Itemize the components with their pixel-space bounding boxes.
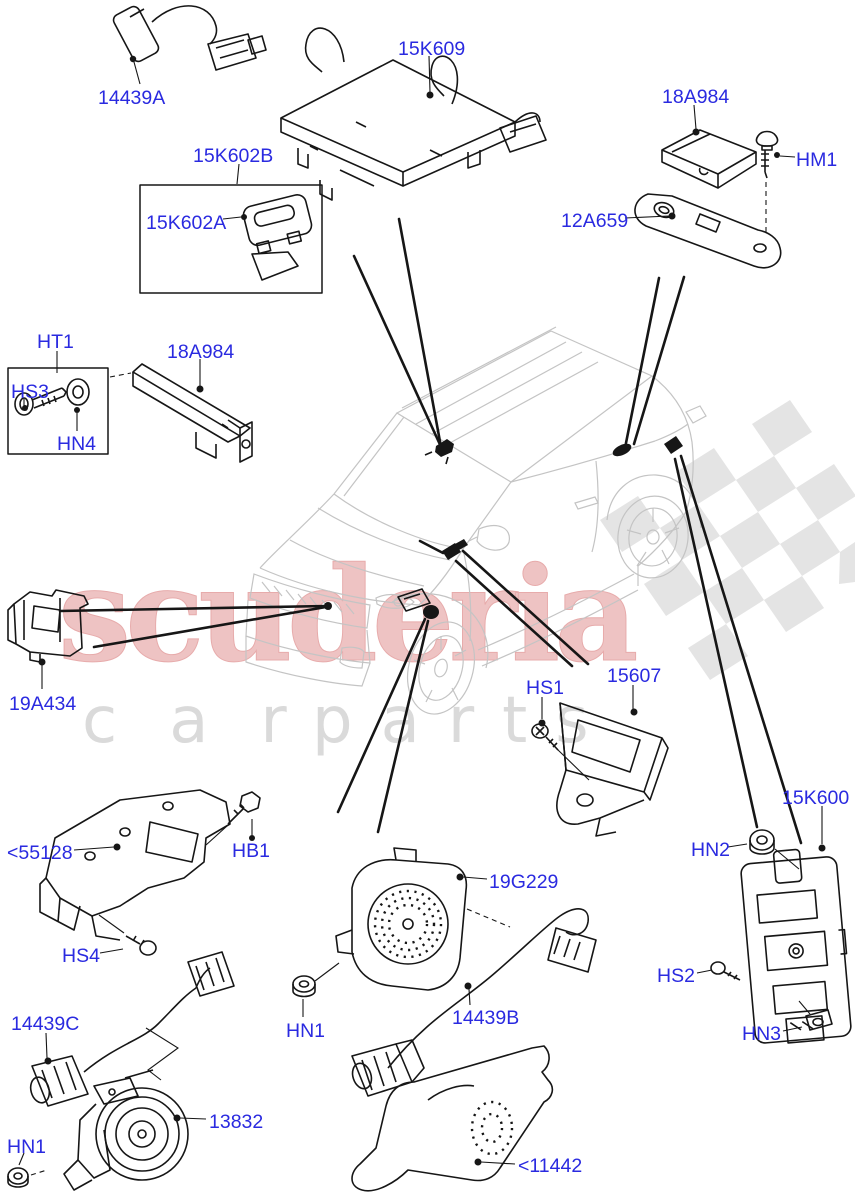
part-15607-drawing — [531, 702, 669, 837]
part-label-hs4[interactable]: HS4 — [62, 945, 100, 967]
part-15k602-kit-drawing — [139, 184, 323, 294]
part-12a659-assembly-drawing — [634, 129, 782, 269]
part-label-hm1[interactable]: HM1 — [796, 149, 838, 171]
part-13832-horn-drawing — [7, 951, 235, 1191]
part-18a984-rail-drawing — [132, 363, 253, 463]
watermark-sub-left: car — [82, 684, 339, 758]
part-label-15k602b[interactable]: 15K602B — [193, 145, 274, 167]
watermark-brand-text: scuderia — [58, 538, 636, 691]
part-label-ht1[interactable]: HT1 — [37, 331, 74, 353]
vehicle-fixing-markers — [324, 436, 683, 619]
leader-lines — [58, 217, 803, 845]
part-label-14439c[interactable]: 14439C — [11, 1013, 80, 1035]
part-label-19g229[interactable]: 19G229 — [489, 871, 559, 893]
part-15k600-drawing — [710, 829, 852, 1044]
part-11442-panel-drawing — [351, 1045, 554, 1192]
part-label-19a434[interactable]: 19A434 — [9, 693, 77, 715]
part-label-55128[interactable]: <55128 — [7, 842, 73, 864]
part-label-hn2[interactable]: HN2 — [691, 839, 731, 861]
leader-dots — [22, 55, 826, 1166]
part-label-18a984-left[interactable]: 18A984 — [167, 341, 235, 363]
part-label-hn1-center[interactable]: HN1 — [286, 1020, 326, 1042]
part-label-hs2[interactable]: HS2 — [657, 965, 695, 987]
part-label-hs3[interactable]: HS3 — [11, 381, 49, 403]
label-pointer-lines — [18, 55, 823, 1166]
part-label-11442[interactable]: <11442 — [518, 1155, 583, 1177]
part-label-15607[interactable]: 15607 — [607, 665, 662, 687]
part-label-18a984-top[interactable]: 18A984 — [662, 86, 730, 108]
part-15k609-drawing — [280, 27, 547, 201]
part-label-14439a[interactable]: 14439A — [98, 87, 166, 109]
watermark-sub-right: parts — [312, 684, 617, 758]
part-ht1-kit-drawing — [7, 367, 132, 455]
brand-watermark: scuderia car parts — [58, 538, 643, 759]
part-label-hn3[interactable]: HN3 — [742, 1023, 782, 1045]
part-label-hs1[interactable]: HS1 — [526, 677, 564, 699]
part-label-13832[interactable]: 13832 — [209, 1111, 264, 1133]
part-label-14439b[interactable]: 14439B — [452, 1007, 520, 1029]
part-label-hn4[interactable]: HN4 — [57, 433, 97, 455]
part-label-15k609[interactable]: 15K609 — [398, 38, 466, 60]
part-14439a-drawing — [112, 5, 267, 71]
checkered-flag-watermark — [600, 400, 855, 680]
part-label-15k600[interactable]: 15K600 — [782, 787, 850, 809]
part-label-hn1-left[interactable]: HN1 — [7, 1136, 47, 1158]
part-55128-bracket-drawing — [39, 789, 261, 956]
part-label-15k602a[interactable]: 15K602A — [146, 212, 227, 234]
part-19a434-drawing — [7, 589, 89, 663]
part-label-12a659[interactable]: 12A659 — [561, 210, 629, 232]
part-label-hb1[interactable]: HB1 — [232, 840, 270, 862]
